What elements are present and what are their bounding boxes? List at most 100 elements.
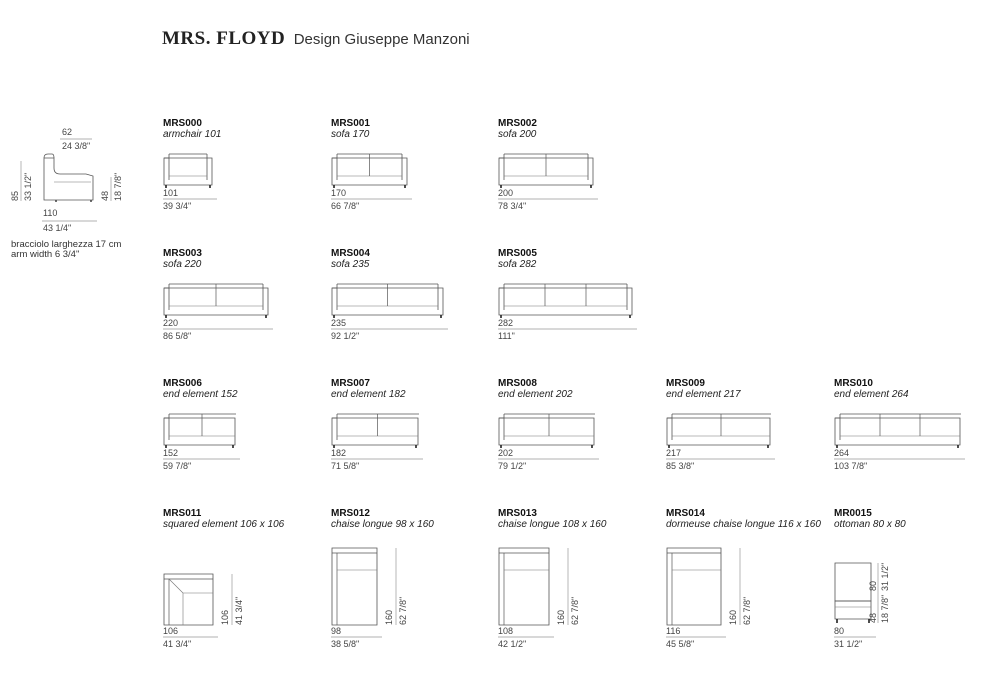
width-in: 78 3/4" xyxy=(498,201,527,211)
width-cm: 202 xyxy=(498,448,514,458)
side-view-drawing xyxy=(0,120,160,270)
width-in: 41 3/4" xyxy=(163,639,192,649)
side-view: 62 24 3/8" 85 33 1/2" 48 18 7/8" 110 43 … xyxy=(0,120,160,270)
depth-cm: 80 xyxy=(868,580,878,591)
side-width-cm: 62 xyxy=(62,127,73,137)
brand-name: MRS. FLOYD xyxy=(162,28,286,49)
width-in: 31 1/2" xyxy=(834,639,863,649)
width-cm: 116 xyxy=(666,626,681,636)
width-cm: 108 xyxy=(498,626,514,636)
product-drawing xyxy=(163,508,323,648)
product-description: sofa 170 xyxy=(331,129,370,140)
product-description: ottoman 80 x 80 xyxy=(834,519,906,530)
width-in: 111" xyxy=(498,331,515,341)
width-in: 66 7/8" xyxy=(331,201,360,211)
width-cm: 170 xyxy=(331,188,347,198)
product-code: MRS005 xyxy=(498,248,537,259)
product-code: MRS001 xyxy=(331,118,370,129)
side-depth-in: 43 1/4" xyxy=(43,223,72,233)
height-cm: 48 xyxy=(868,612,878,623)
product-drawing xyxy=(666,508,826,648)
product-description: sofa 235 xyxy=(331,259,370,270)
side-width-in: 24 3/8" xyxy=(62,141,91,151)
product-code: MRS002 xyxy=(498,118,537,129)
width-cm: 101 xyxy=(163,188,179,198)
product-drawing xyxy=(331,508,491,648)
width-cm: 152 xyxy=(163,448,179,458)
width-cm: 200 xyxy=(498,188,514,198)
product-code: MRS014 xyxy=(666,508,705,519)
width-cm: 98 xyxy=(331,626,342,636)
width-cm: 220 xyxy=(163,318,179,328)
depth-in: 41 3/4" xyxy=(234,596,244,625)
product-code: MRS011 xyxy=(163,508,202,519)
width-cm: 235 xyxy=(331,318,347,328)
product-code: MRS013 xyxy=(498,508,537,519)
width-in: 92 1/2" xyxy=(331,331,360,341)
product-description: sofa 282 xyxy=(498,259,537,270)
product-drawing xyxy=(498,248,658,388)
depth-in: 62 7/8" xyxy=(398,596,408,625)
product-code: MRS006 xyxy=(163,378,202,389)
product-description: chaise longue 108 x 160 xyxy=(498,519,607,530)
product-description: chaise longue 98 x 160 xyxy=(331,519,434,530)
depth-cm: 160 xyxy=(556,609,566,625)
width-in: 42 1/2" xyxy=(498,639,527,649)
product-code: MRS007 xyxy=(331,378,370,389)
height-in: 18 7/8" xyxy=(880,594,890,623)
product-drawing xyxy=(331,118,491,258)
product-drawing xyxy=(834,508,994,648)
width-in: 85 3/8" xyxy=(666,461,695,471)
product-code: MRS008 xyxy=(498,378,537,389)
width-in: 59 7/8" xyxy=(163,461,192,471)
product-drawing xyxy=(163,118,323,258)
product-code: MRS000 xyxy=(163,118,202,129)
product-description: end element 217 xyxy=(666,389,741,400)
product-description: end element 264 xyxy=(834,389,909,400)
width-in: 38 5/8" xyxy=(331,639,360,649)
side-seat-in: 18 7/8" xyxy=(113,172,123,201)
depth-cm: 160 xyxy=(384,609,394,625)
product-drawing xyxy=(331,248,491,388)
product-description: dormeuse chaise longue 116 x 160 xyxy=(666,519,821,530)
width-in: 86 5/8" xyxy=(163,331,192,341)
depth-in: 31 1/2" xyxy=(880,562,890,591)
product-description: squared element 106 x 106 xyxy=(163,519,285,530)
width-in: 71 5/8" xyxy=(331,461,360,471)
side-seat-cm: 48 xyxy=(100,190,110,201)
product-drawing xyxy=(163,248,323,388)
product-description: armchair 101 xyxy=(163,129,222,140)
side-height-cm: 85 xyxy=(10,190,20,201)
product-description: end element 182 xyxy=(331,389,406,400)
product-code: MRS003 xyxy=(163,248,202,259)
product-description: end element 152 xyxy=(163,389,238,400)
product-drawing xyxy=(498,118,658,258)
side-depth-cm: 110 xyxy=(43,208,58,218)
width-in: 45 5/8" xyxy=(666,639,695,649)
product-code: MRS009 xyxy=(666,378,705,389)
side-height-in: 33 1/2" xyxy=(23,172,33,201)
product-code: MRS012 xyxy=(331,508,370,519)
product-description: sofa 200 xyxy=(498,129,537,140)
width-in: 103 7/8" xyxy=(834,461,868,471)
width-cm: 282 xyxy=(498,318,514,328)
arm-width-note-en: arm width 6 3/4" xyxy=(11,249,80,260)
product-drawing xyxy=(163,378,323,518)
product-drawing xyxy=(498,508,658,648)
width-cm: 217 xyxy=(666,448,682,458)
product-code: MRS010 xyxy=(834,378,873,389)
width-cm: 182 xyxy=(331,448,347,458)
width-in: 79 1/2" xyxy=(498,461,527,471)
product-drawing xyxy=(331,378,491,518)
